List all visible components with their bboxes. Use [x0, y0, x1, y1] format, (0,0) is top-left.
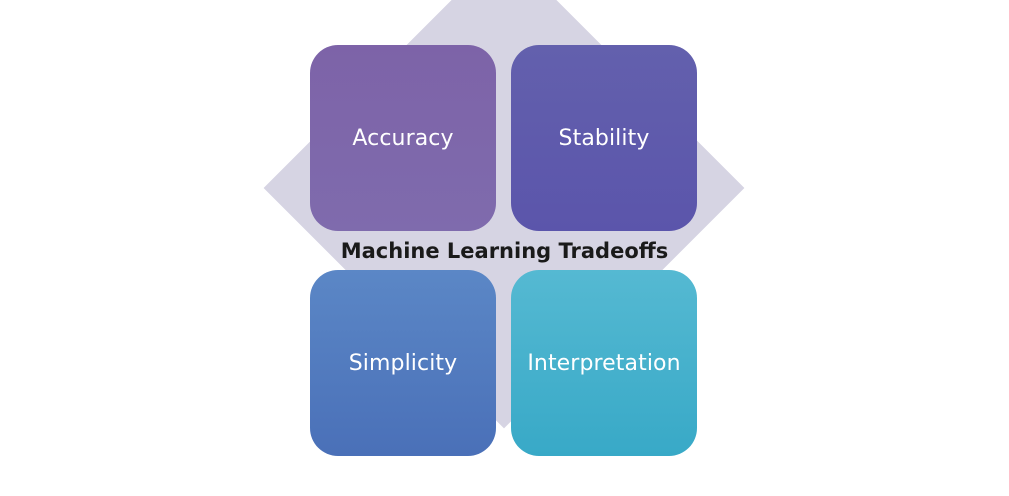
quadrant-label: Interpretation	[527, 350, 681, 376]
quadrant-accuracy: Accuracy	[310, 45, 496, 231]
quadrant-label: Accuracy	[352, 125, 454, 151]
quadrant-interpretation: Interpretation	[511, 270, 697, 456]
quadrant-stability: Stability	[511, 45, 697, 231]
center-title: Machine Learning Tradeoffs	[340, 239, 669, 263]
quadrant-simplicity: Simplicity	[310, 270, 496, 456]
quadrant-label: Stability	[558, 125, 650, 151]
quadrant-label: Simplicity	[348, 350, 458, 376]
